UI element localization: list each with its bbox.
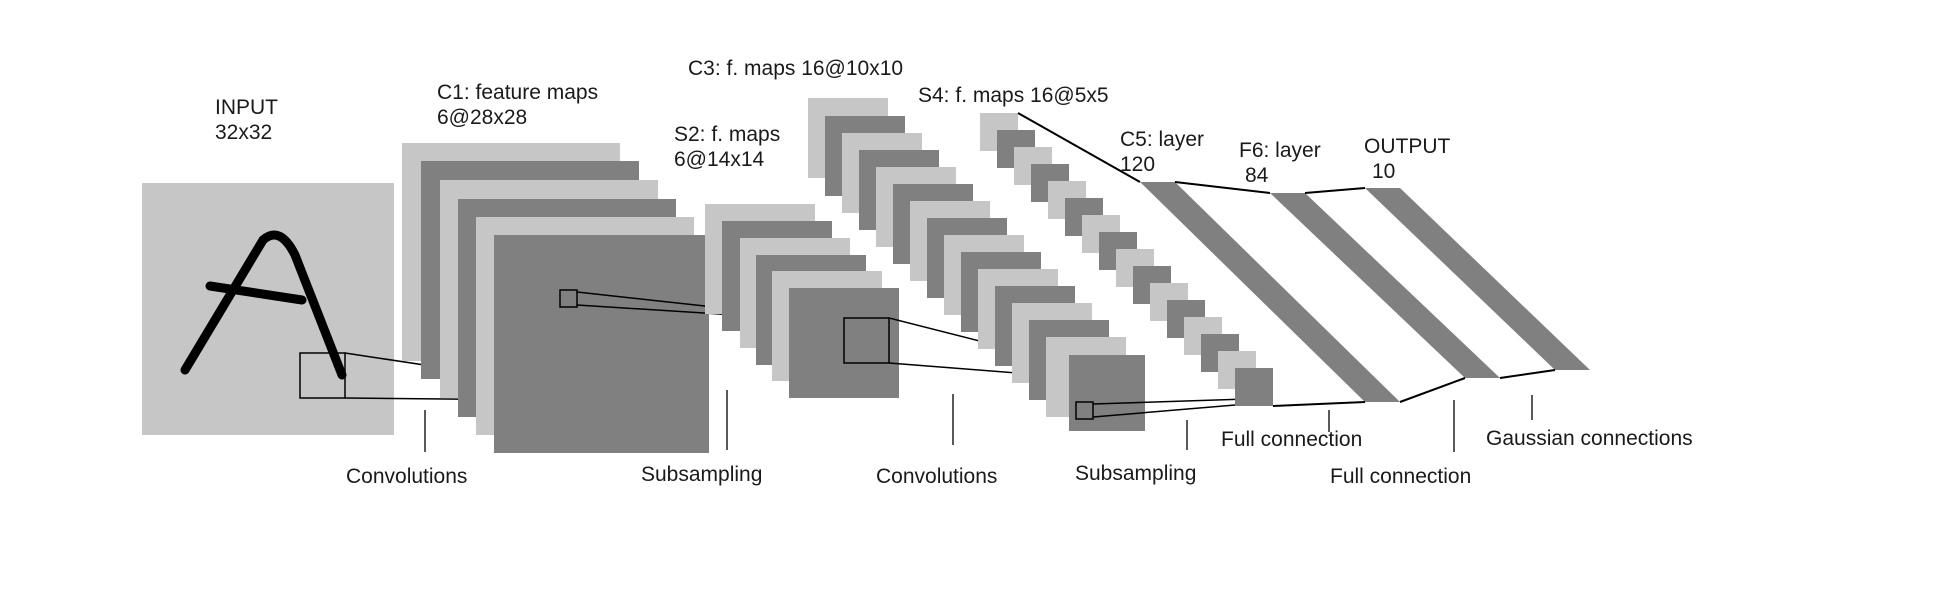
s2-feature-maps xyxy=(705,204,899,398)
s4-title: S4: f. maps 16@5x5 xyxy=(918,84,1109,107)
op-full-connection-1: Full connection xyxy=(1221,428,1362,451)
c5-layer-bar xyxy=(1140,182,1400,402)
input-size: 32x32 xyxy=(215,121,272,144)
f6-size: 84 xyxy=(1245,164,1269,187)
c3-feature-maps xyxy=(808,98,1145,431)
c5-title: C5: layer xyxy=(1120,128,1204,151)
op-subsampling-2: Subsampling xyxy=(1075,462,1196,485)
f6-layer-bar xyxy=(1270,193,1500,378)
c1-map xyxy=(494,235,709,453)
c5-size: 120 xyxy=(1120,153,1155,176)
op-subsampling-1: Subsampling xyxy=(641,463,762,486)
operation-tick-marks xyxy=(424,390,1533,452)
output-title: OUTPUT xyxy=(1364,135,1451,158)
op-convolutions-2: Convolutions xyxy=(876,465,997,488)
s4-map xyxy=(1235,368,1273,406)
s4-feature-maps xyxy=(980,113,1273,406)
op-gaussian-connections: Gaussian connections xyxy=(1486,427,1693,450)
input-title: INPUT xyxy=(215,96,278,119)
f6-title: F6: layer xyxy=(1239,139,1321,162)
s2-size: 6@14x14 xyxy=(674,148,765,171)
input-image xyxy=(142,183,394,435)
full-connection-lines xyxy=(1017,112,1556,407)
op-convolutions-1: Convolutions xyxy=(346,465,467,488)
output-layer-bar xyxy=(1365,188,1590,370)
output-size: 10 xyxy=(1372,160,1395,183)
op-full-connection-2: Full connection xyxy=(1330,465,1471,488)
c1-title: C1: feature maps xyxy=(437,81,598,104)
c1-feature-maps xyxy=(402,143,709,453)
c3-receptive-field xyxy=(1075,398,1248,420)
input-letter-a-glyph xyxy=(180,230,347,380)
s2-title: S2: f. maps xyxy=(674,123,780,146)
c1-size: 6@28x28 xyxy=(437,106,527,129)
c3-title: C3: f. maps 16@10x10 xyxy=(688,57,903,80)
